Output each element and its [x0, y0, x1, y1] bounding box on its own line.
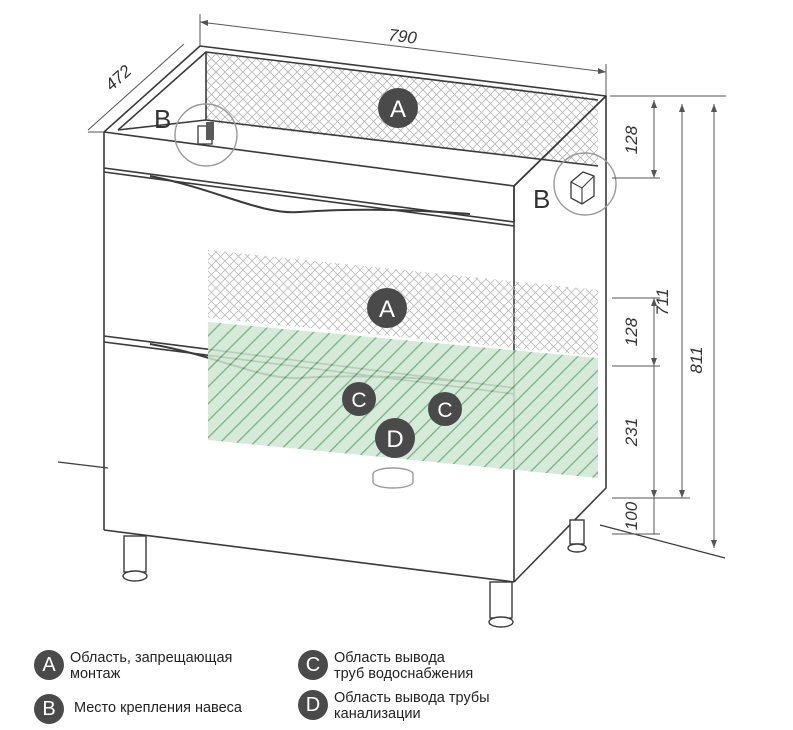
mount-point-left: [174, 103, 238, 167]
legend-text-a: Область, запрещающая монтаж: [70, 650, 232, 682]
legend-item-d: D Область вывода трубы канализации: [298, 690, 490, 722]
legend-c-line1: Область вывода: [334, 650, 445, 666]
legend-badge-a: A: [34, 650, 64, 680]
dim-total-height-label: 811: [687, 346, 706, 373]
dim-width-label: 790: [387, 25, 418, 47]
legend-badge-c: C: [298, 650, 328, 680]
dim-mid-zone-label: 128: [622, 317, 641, 346]
dim-depth-label: 472: [101, 61, 135, 94]
legend-item-c: C Область вывода труб водоснабжения: [298, 650, 473, 682]
legend-text-c: Область вывода труб водоснабжения: [334, 650, 473, 682]
marker-d-label: D: [386, 426, 403, 453]
legend-text-d: Область вывода трубы канализации: [334, 690, 490, 722]
marker-b-right-label: B: [533, 184, 550, 214]
dimension-arrows: [200, 20, 717, 548]
marker-c-right-label: C: [437, 399, 452, 422]
marker-b-left-label: B: [154, 104, 171, 134]
dim-pipe-zone-label: 231: [622, 418, 641, 447]
marker-c-left-label: C: [351, 389, 366, 412]
mount-point-right: [553, 152, 617, 216]
legend-b-line1: Место крепления навеса: [74, 700, 242, 716]
floor-line: [57, 461, 109, 469]
legend-c-line2: труб водоснабжения: [334, 666, 474, 682]
dim-body-height-label: 711: [653, 288, 672, 315]
legend-item-a: A Область, запрещающая монтаж: [34, 650, 232, 682]
legend-text-b: Место крепления навеса: [74, 694, 242, 716]
cabinet-legs: [122, 519, 587, 628]
area-c-pipe-hatch: [208, 322, 598, 478]
legend-d-line1: Область вывода трубы: [334, 690, 490, 706]
dim-leg-height-label: 100: [622, 501, 641, 530]
legend-a-line2: монтаж: [70, 666, 121, 682]
legend-item-b: B Место крепления навеса: [34, 694, 242, 724]
dimension-lines: [87, 14, 726, 548]
legend-badge-d: D: [298, 690, 328, 720]
drawer-handle-top: [149, 175, 471, 215]
marker-a-middle-label: A: [379, 296, 395, 323]
dim-top-zone-label: 128: [622, 125, 641, 154]
drain-pipe-ring: [372, 467, 414, 489]
legend-a-line1: Область, запрещающая: [70, 650, 233, 666]
legend-badge-b: B: [34, 694, 64, 724]
wall-floor-line: [599, 524, 726, 559]
marker-a-top-label: A: [390, 96, 406, 123]
legend-d-line2: канализации: [334, 706, 421, 722]
